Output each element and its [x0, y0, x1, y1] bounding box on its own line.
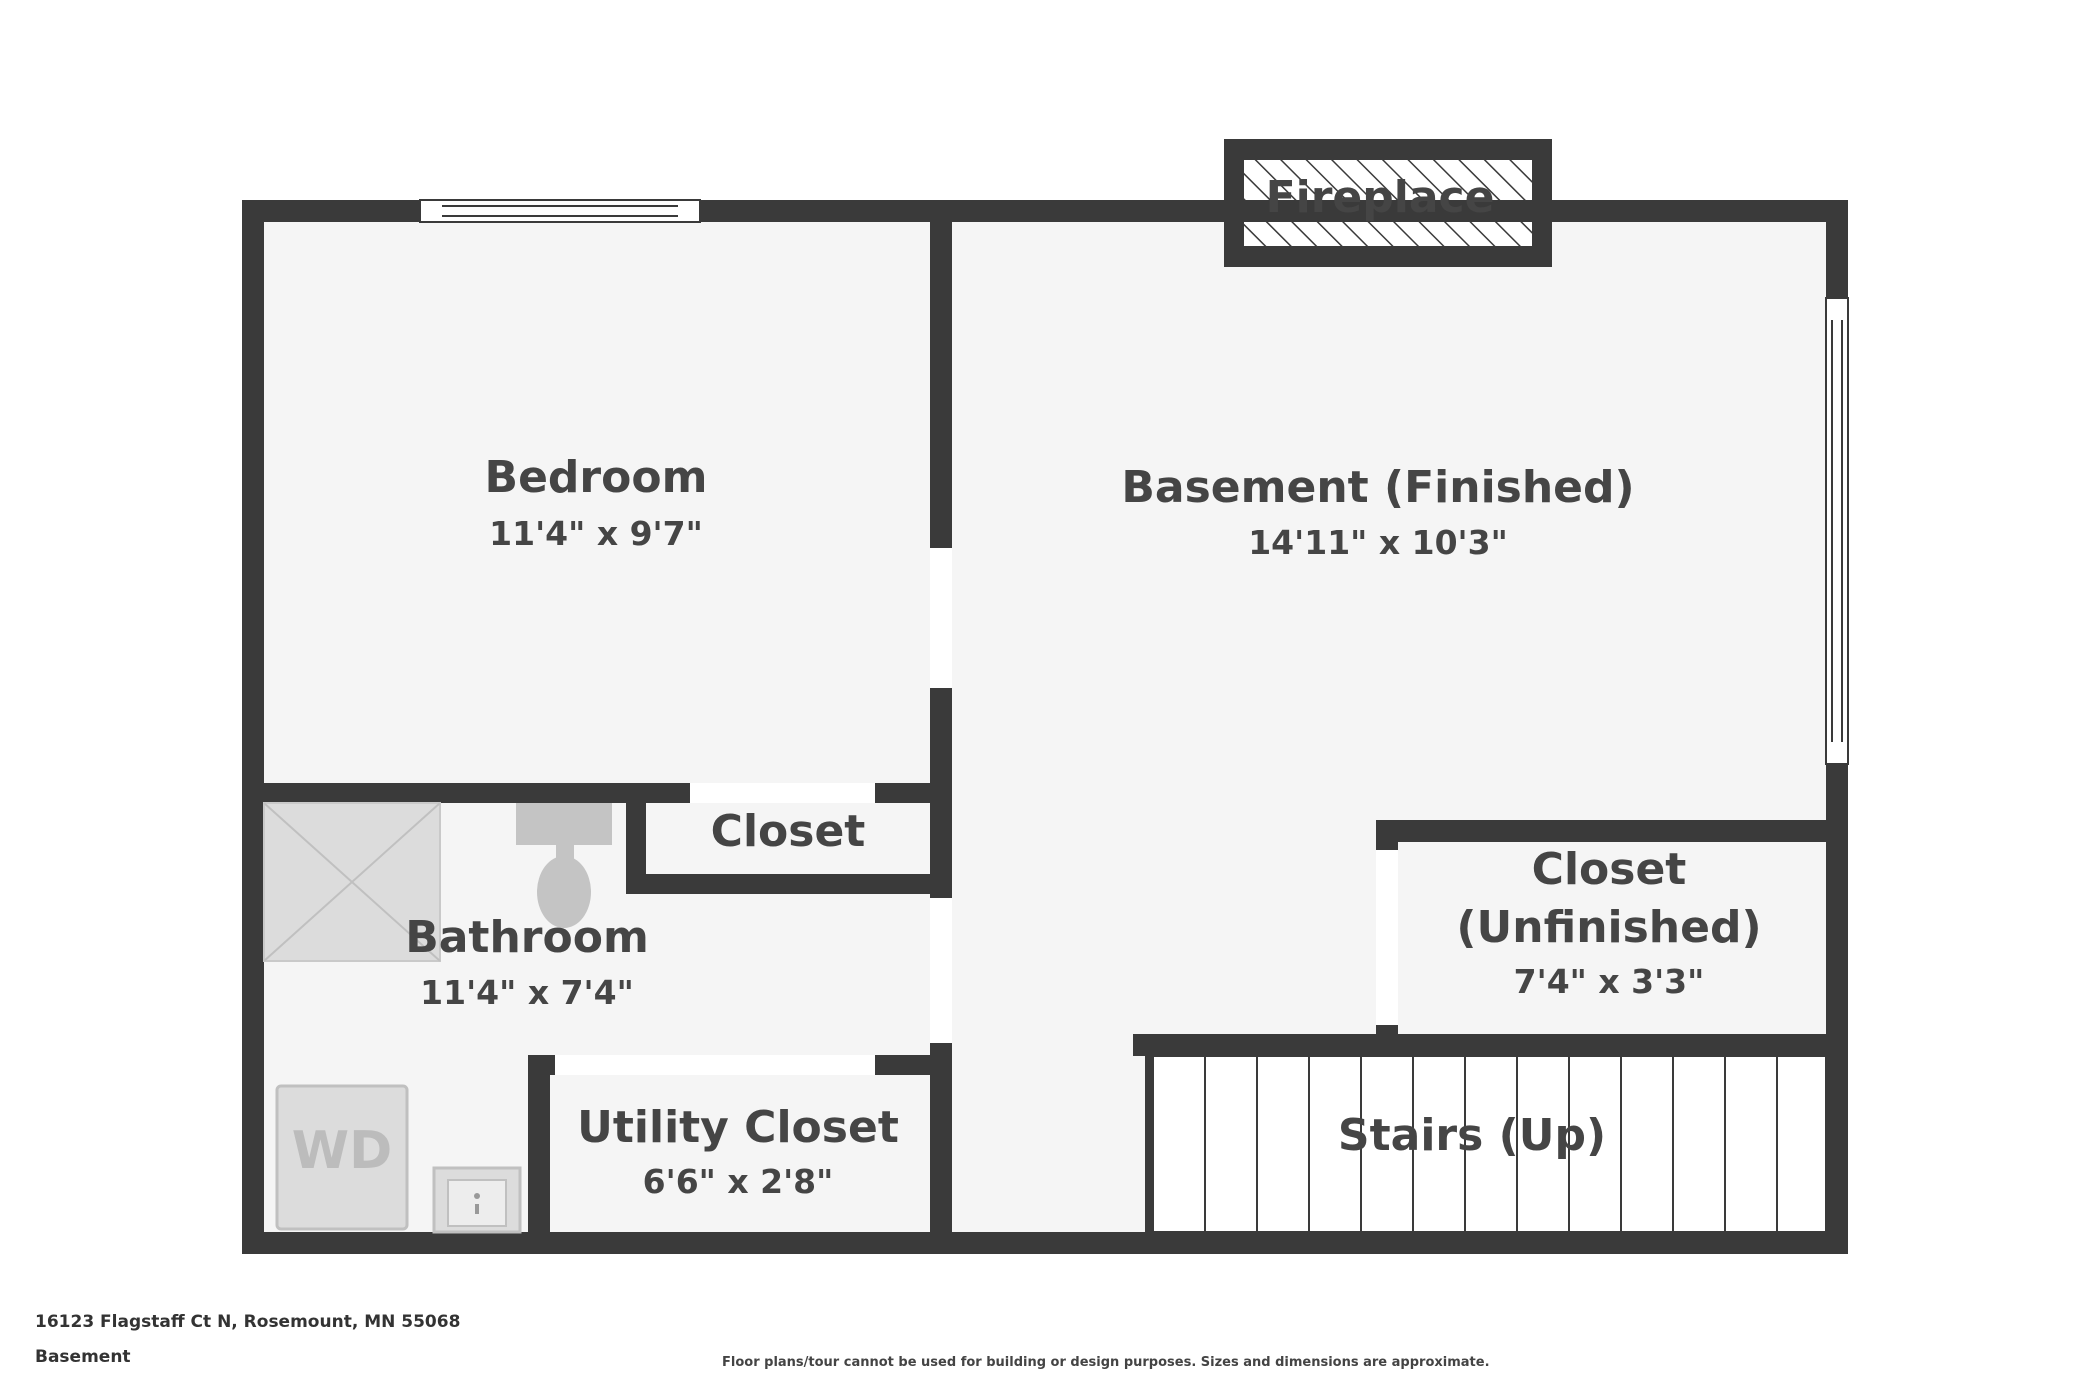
room-label-fireplace: Fireplace [1266, 172, 1495, 223]
room-label-bedroom: Bedroom [485, 452, 708, 503]
room-dims-closet-unfinished: 7'4" x 3'3" [1514, 962, 1705, 1001]
room-label-stairs: Stairs (Up) [1338, 1110, 1606, 1161]
sink-fixture [432, 1166, 522, 1234]
windows [419, 199, 1849, 765]
room-dims-utility-closet: 6'6" x 2'8" [643, 1162, 834, 1201]
disclaimer-text: Floor plans/tour cannot be used for buil… [722, 1355, 1490, 1370]
room-dims-basement: 14'11" x 10'3" [1248, 523, 1508, 562]
washer-dryer-fixture: WD [275, 1084, 409, 1231]
washer-dryer-label: WD [292, 1121, 393, 1181]
room-dims-bedroom: 11'4" x 9'7" [489, 514, 703, 553]
toilet-fixture [516, 803, 612, 928]
property-address: 16123 Flagstaff Ct N, Rosemount, MN 5506… [35, 1312, 461, 1332]
room-label-bathroom: Bathroom [405, 912, 649, 963]
room-label-closet: Closet [711, 806, 866, 857]
room-label-utility-closet: Utility Closet [577, 1102, 899, 1153]
floor-level-label: Basement [35, 1347, 131, 1367]
room-dims-bathroom: 11'4" x 7'4" [420, 973, 634, 1012]
door-openings [555, 548, 1398, 1075]
room-label-closet-unfinished-2: (Unfinished) [1456, 902, 1761, 953]
room-label-closet-unfinished-1: Closet [1532, 844, 1687, 895]
shower-fixture [263, 802, 441, 962]
room-label-basement: Basement (Finished) [1121, 462, 1634, 513]
stairs-treads [1152, 1055, 1827, 1233]
